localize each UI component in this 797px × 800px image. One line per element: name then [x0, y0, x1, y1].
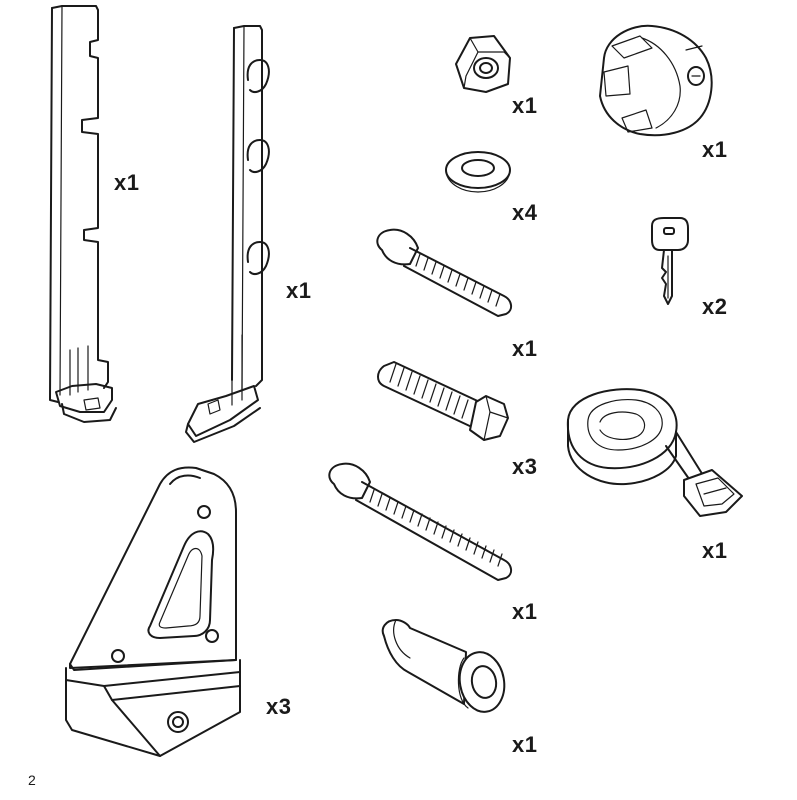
- hooked-rail-icon: [185, 25, 270, 443]
- quantity-label-knob: x1: [702, 137, 728, 162]
- carriage-bolt-icon: [376, 228, 512, 317]
- quantity-label-bracket: x3: [266, 694, 292, 719]
- quantity-label-carriage-bolt-short: x1: [512, 336, 538, 361]
- notched-rail-icon: [49, 5, 117, 423]
- locking-knob-icon: [599, 24, 713, 137]
- strap-with-buckle-icon: [566, 388, 743, 517]
- quantity-label-carriage-bolt-long: x1: [512, 599, 538, 624]
- hex-nut-icon: [455, 35, 511, 93]
- quantity-label-hooked-rail: x1: [286, 278, 312, 303]
- carriage-bolt-icon: [328, 462, 512, 581]
- quantity-label-hex-bolt: x3: [512, 454, 538, 479]
- quantity-label-sleeve: x1: [512, 732, 538, 757]
- triangular-bracket-icon: [65, 466, 241, 757]
- quantity-label-nut: x1: [512, 93, 538, 118]
- quantity-label-washer: x4: [512, 200, 538, 225]
- hex-bolt-icon: [377, 361, 509, 441]
- key-icon: [651, 217, 689, 305]
- washer-icon: [445, 151, 511, 193]
- page-number: 2: [28, 772, 36, 788]
- quantity-label-strap: x1: [702, 538, 728, 563]
- quantity-label-key: x2: [702, 294, 728, 319]
- flanged-sleeve-icon: [381, 619, 506, 713]
- quantity-label-notched-rail: x1: [114, 170, 140, 195]
